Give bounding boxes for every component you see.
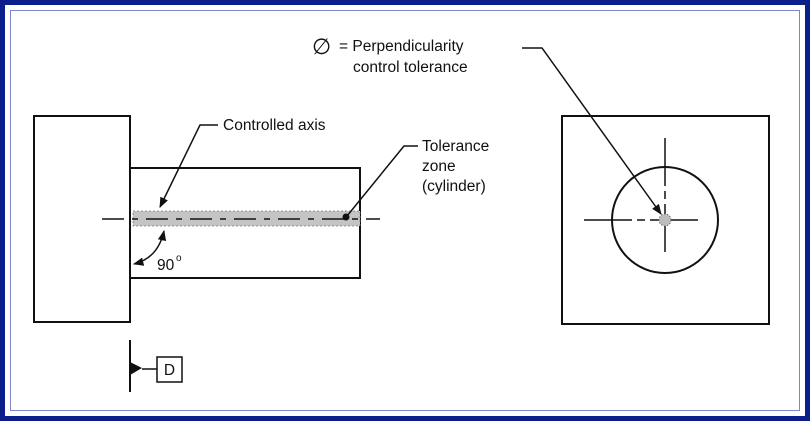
datum-triangle (130, 362, 142, 375)
controlled-axis-label: Controlled axis (223, 117, 326, 134)
angle-arc (132, 229, 167, 266)
perpendicularity-label-line2: control tolerance (353, 59, 468, 76)
tolerance-zone-label-line2: zone (422, 158, 456, 175)
diameter-symbol: ∅ (312, 34, 331, 59)
tolerance-zone-label-line3: (cylinder) (422, 178, 486, 195)
tolerance-zone-leader (346, 145, 418, 217)
angle-degree-mark: o (176, 253, 182, 264)
datum-letter: D (164, 362, 175, 379)
controlled-axis-leader (159, 124, 218, 208)
angle-label: 90 (157, 257, 175, 274)
perpendicularity-leader (522, 47, 662, 215)
perpendicularity-label-line1: = Perpendicularity (339, 38, 464, 55)
tolerance-zone-dot (342, 213, 350, 221)
tolerance-zone-circle (658, 213, 672, 227)
tolerance-zone-label-line1: Tolerance (422, 138, 489, 155)
datum-box (156, 356, 183, 383)
